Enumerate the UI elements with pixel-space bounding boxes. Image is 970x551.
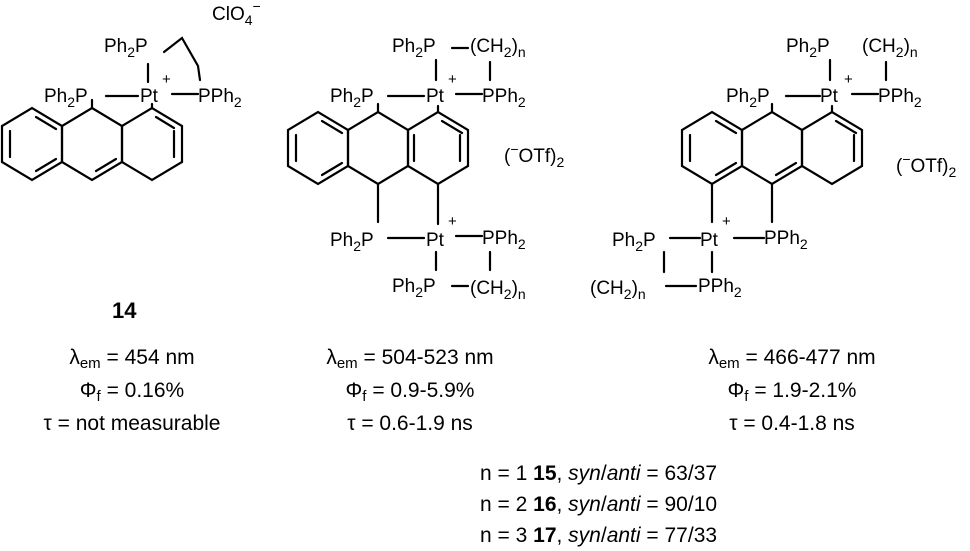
compound-syn-ch2n-top: (CH2)n xyxy=(470,36,526,60)
compound-anti-ch2n-top: (CH2)n xyxy=(862,36,918,60)
compound-anti-pph2-lower: PPh2 xyxy=(698,276,742,300)
compound-syn-pt-top: Pt xyxy=(426,86,445,107)
compound-anti-ph2p-bottom: Ph2P xyxy=(612,230,656,254)
compound-syn-pph2-top: PPh2 xyxy=(482,86,526,110)
compound-syn-ph2p-left-bottom: Ph2P xyxy=(330,230,374,254)
compound-14-tau: τ = not measurable xyxy=(43,412,221,435)
compound-syn-phi: Φf = 0.9-5.9% xyxy=(345,379,475,405)
isomer-ratio-legend: n = 1 15, syn/anti = 63/37 n = 2 16, syn… xyxy=(480,458,717,551)
compound-syn-ph2p-left-top: Ph2P xyxy=(330,86,374,110)
compound-anti-properties: λem = 466-477 nm Φf = 1.9-2.1% τ = 0.4-1… xyxy=(662,342,922,439)
compound-14-phi: Φf = 0.16% xyxy=(79,379,185,405)
compound-syn-pt-bottom: Pt xyxy=(426,230,445,251)
compound-syn-lambda: λem = 504-523 nm xyxy=(326,346,494,372)
compound-anti-lambda: λem = 466-477 nm xyxy=(708,346,876,372)
compound-syn-ch2n-bottom: (CH2)n xyxy=(470,278,526,302)
compound-syn-plus-top: + xyxy=(448,71,457,88)
compound-syn-ph2p-top: Ph2P xyxy=(392,36,436,60)
legend-row-n3: n = 3 17, syn/anti = 77/33 xyxy=(480,524,718,547)
compound-14-label: 14 xyxy=(112,298,137,323)
compound-anti-pph2-bottom: PPh2 xyxy=(764,228,808,252)
compound-anti-pt-bottom: Pt xyxy=(700,230,719,251)
compound-syn-counterion: (−OTf)2 xyxy=(504,141,565,170)
compound-14-counterion: ClO4− xyxy=(212,0,261,28)
compound-14-pph2: PPh2 xyxy=(198,86,242,110)
compound-syn-properties: λem = 504-523 nm Φf = 0.9-5.9% τ = 0.6-1… xyxy=(280,342,540,439)
compound-anti-ph2p-left-top: Ph2P xyxy=(726,86,770,110)
compound-anti-structure xyxy=(662,58,888,288)
compound-syn-plus-bottom: + xyxy=(448,213,457,230)
compound-14-plus: + xyxy=(162,71,171,88)
compound-anti-plus-top: + xyxy=(844,71,853,88)
compound-14-ph2p-top: Ph2P xyxy=(104,36,148,60)
compound-anti-pt-top: Pt xyxy=(820,86,839,107)
compound-syn-ph2p-bottom: Ph2P xyxy=(392,276,436,300)
compound-14-ph2p-left: Ph2P xyxy=(44,86,88,110)
compound-anti-counterion: (−OTf)2 xyxy=(896,151,957,180)
compound-anti-pph2-top: PPh2 xyxy=(878,86,922,110)
compound-anti-phi: Φf = 1.9-2.1% xyxy=(727,379,857,405)
compound-anti-ch2n-bottom: (CH2)n xyxy=(590,278,646,302)
compound-14-structure xyxy=(0,36,202,182)
compound-anti-plus-bottom: + xyxy=(722,213,731,230)
legend-row-n2: n = 2 16, syn/anti = 90/10 xyxy=(480,493,718,516)
compound-14-lambda: λem = 454 nm xyxy=(69,346,195,372)
compound-syn-structure xyxy=(286,46,492,288)
compound-14-pt: Pt xyxy=(140,86,159,107)
legend-row-n1: n = 1 15, syn/anti = 63/37 xyxy=(480,462,718,485)
compound-14-properties: λem = 454 nm Φf = 0.16% τ = not measurab… xyxy=(2,342,262,439)
compound-anti-tau: τ = 0.4-1.8 ns xyxy=(729,412,855,435)
compound-syn-pph2-bottom: PPh2 xyxy=(482,228,526,252)
compound-syn-tau: τ = 0.6-1.9 ns xyxy=(347,412,473,435)
compound-anti-ph2p-top: Ph2P xyxy=(786,36,830,60)
